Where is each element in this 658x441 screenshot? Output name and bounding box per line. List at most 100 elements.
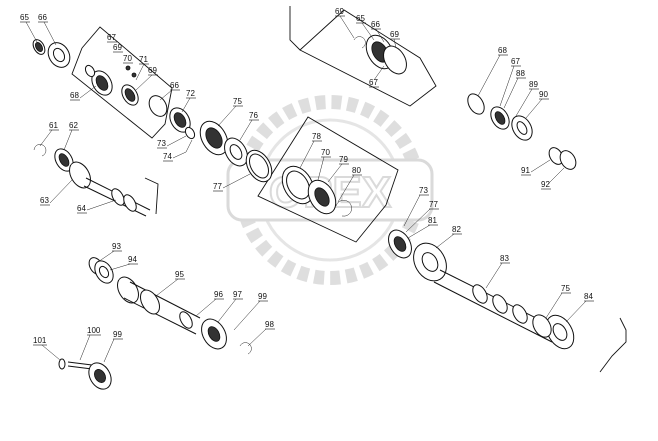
svg-text:70: 70 xyxy=(321,148,330,157)
part-61-clip xyxy=(33,144,47,157)
callout-81: 81 xyxy=(407,216,438,239)
svg-text:64: 64 xyxy=(77,204,86,213)
svg-text:79: 79 xyxy=(339,155,348,164)
callout-68b: 68 xyxy=(477,46,508,97)
part-78-ring xyxy=(281,165,315,205)
callout-83: 83 xyxy=(485,254,510,289)
svg-text:75: 75 xyxy=(233,97,242,106)
callout-69: 69 xyxy=(113,43,123,53)
callout-75: 75 xyxy=(217,97,243,127)
part-80-clip xyxy=(335,200,352,217)
svg-text:98: 98 xyxy=(265,320,274,329)
svg-text:83: 83 xyxy=(500,254,509,263)
callout-84: 84 xyxy=(565,292,594,323)
callout-labels: 65 66 67 69 70 71 69 68 66 72 75 76 73 7… xyxy=(20,7,594,363)
part-74-pin xyxy=(185,139,193,153)
part-77-ring xyxy=(245,149,273,183)
callout-70b: 70 xyxy=(317,148,331,181)
svg-text:94: 94 xyxy=(128,255,137,264)
part-62-gear xyxy=(54,148,74,172)
svg-text:76: 76 xyxy=(249,111,258,120)
group-frame-upper-left xyxy=(71,26,173,139)
svg-text:93: 93 xyxy=(112,242,121,251)
svg-text:101: 101 xyxy=(33,336,47,345)
svg-text:68: 68 xyxy=(70,91,79,100)
part-63-shaft-gear xyxy=(69,161,151,217)
part-88-gear xyxy=(490,106,510,130)
svg-text:74: 74 xyxy=(163,152,172,161)
callout-100: 100 xyxy=(79,326,101,361)
callout-92: 92 xyxy=(541,167,565,190)
callout-79: 79 xyxy=(327,155,349,183)
part-68-gear xyxy=(91,70,113,96)
callout-76: 76 xyxy=(239,111,259,141)
part-95-shaft xyxy=(117,276,201,335)
svg-text:80: 80 xyxy=(352,166,361,175)
group-frame-left-shaft xyxy=(144,177,159,215)
svg-text:91: 91 xyxy=(521,166,530,175)
svg-text:100: 100 xyxy=(87,326,101,335)
group-frame-right-lower xyxy=(599,317,627,373)
callout-94: 94 xyxy=(109,255,138,271)
callout-69c: 69 xyxy=(335,7,355,39)
svg-text:66: 66 xyxy=(170,81,179,90)
callout-61: 61 xyxy=(39,121,59,147)
svg-text:73: 73 xyxy=(157,139,166,148)
callout-75b: 75 xyxy=(545,284,571,319)
svg-text:68: 68 xyxy=(498,46,507,55)
callout-67: 67 xyxy=(107,33,117,43)
part-69-synchro xyxy=(121,84,139,106)
callout-62: 62 xyxy=(63,121,79,151)
callout-72: 72 xyxy=(181,89,196,113)
svg-text:70: 70 xyxy=(123,54,132,63)
part-84-gear xyxy=(545,314,575,350)
callout-99: 99 xyxy=(233,292,268,331)
callout-98: 98 xyxy=(247,320,275,347)
part-91-bushing xyxy=(548,147,577,170)
callout-95: 95 xyxy=(155,270,185,297)
svg-text:67: 67 xyxy=(369,78,378,87)
callout-93: 93 xyxy=(97,242,122,263)
svg-text:82: 82 xyxy=(452,225,461,234)
callout-68: 68 xyxy=(70,85,97,101)
svg-text:99: 99 xyxy=(258,292,267,301)
group-frame-upper-right xyxy=(289,6,437,107)
part-65-bushing xyxy=(32,39,46,55)
svg-text:77: 77 xyxy=(429,200,438,209)
svg-text:99: 99 xyxy=(113,330,122,339)
svg-text:95: 95 xyxy=(175,270,184,279)
part-67-ring xyxy=(84,64,96,78)
callout-67b: 67 xyxy=(369,65,385,88)
svg-text:63: 63 xyxy=(40,196,49,205)
svg-text:67: 67 xyxy=(511,57,520,66)
callout-63: 63 xyxy=(40,179,73,206)
part-66-bearing xyxy=(47,42,71,68)
svg-text:69: 69 xyxy=(335,7,344,16)
svg-text:69: 69 xyxy=(113,43,122,52)
svg-text:67: 67 xyxy=(107,33,116,42)
svg-text:97: 97 xyxy=(233,290,242,299)
part-79-hub xyxy=(307,179,337,215)
callout-66b: 66 xyxy=(159,81,180,101)
callout-73b: 73 xyxy=(403,186,429,227)
part-73-washer xyxy=(184,126,196,140)
svg-text:89: 89 xyxy=(529,80,538,89)
callout-71: 71 xyxy=(135,55,149,81)
callout-65b: 65 xyxy=(356,14,375,41)
part-81-bearing xyxy=(388,229,412,259)
callout-77b: 77 xyxy=(405,200,439,233)
callout-96: 96 xyxy=(195,290,224,317)
svg-text:69: 69 xyxy=(148,66,157,75)
part-69-ring-right xyxy=(383,45,407,75)
part-97-gear xyxy=(201,318,227,350)
callout-73: 73 xyxy=(157,135,187,149)
svg-text:66: 66 xyxy=(38,13,47,22)
callout-99b: 99 xyxy=(103,330,123,363)
callout-88: 88 xyxy=(503,69,526,109)
part-82-gear xyxy=(413,242,447,282)
callout-101: 101 xyxy=(33,336,61,361)
svg-text:81: 81 xyxy=(428,216,437,225)
part-66-sleeve xyxy=(148,95,168,117)
part-75-gear xyxy=(199,120,229,156)
svg-text:73: 73 xyxy=(419,186,428,195)
